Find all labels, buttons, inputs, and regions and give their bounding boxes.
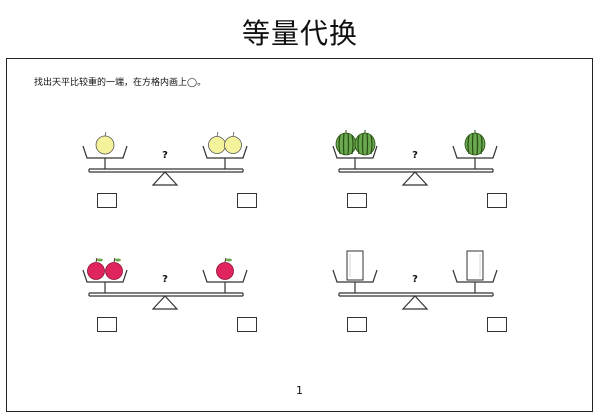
balance-scale-graphic	[332, 130, 498, 186]
answer-box-right[interactable]	[237, 193, 257, 208]
watermelon-icon	[464, 130, 486, 156]
question-mark: ?	[412, 150, 418, 161]
watermelon-icon	[335, 130, 357, 156]
apple-icon	[216, 257, 234, 280]
answer-box-left[interactable]	[347, 317, 367, 332]
answer-box-left[interactable]	[97, 317, 117, 332]
question-mark: ?	[162, 150, 168, 161]
instruction-text: 找出天平比较重的一端，在方格内画上◯。	[34, 78, 207, 88]
balance-scale-graphic	[82, 131, 248, 186]
question-mark: ?	[412, 274, 418, 285]
balance-scale-graphic	[332, 250, 498, 310]
pear-icon	[95, 131, 115, 155]
balance-scale-cups: ?	[325, 250, 507, 361]
question-mark: ?	[162, 274, 168, 285]
worksheet-title: 等量代换	[241, 17, 358, 50]
page-number: 1	[296, 384, 303, 397]
pear-icon	[208, 131, 226, 154]
empty-cup-icon	[346, 250, 364, 281]
empty-cup-icon	[466, 250, 484, 281]
answer-box-right[interactable]	[487, 317, 507, 332]
watermelon-icon	[354, 130, 376, 156]
apple-icon	[105, 257, 123, 280]
worksheet-sheet: 找出天平比较重的一端，在方格内画上◯。	[6, 58, 593, 412]
answer-box-right[interactable]	[237, 317, 257, 332]
apple-icon	[87, 257, 105, 280]
balance-scale-watermelons: ?	[325, 127, 507, 237]
balance-scale-graphic	[82, 257, 248, 310]
pear-icon	[224, 131, 242, 154]
answer-box-left[interactable]	[347, 193, 367, 208]
answer-box-right[interactable]	[487, 193, 507, 208]
balance-scale-pears: ?	[75, 127, 257, 237]
answer-box-left[interactable]	[97, 193, 117, 208]
balance-scale-apples: ?	[75, 251, 257, 361]
